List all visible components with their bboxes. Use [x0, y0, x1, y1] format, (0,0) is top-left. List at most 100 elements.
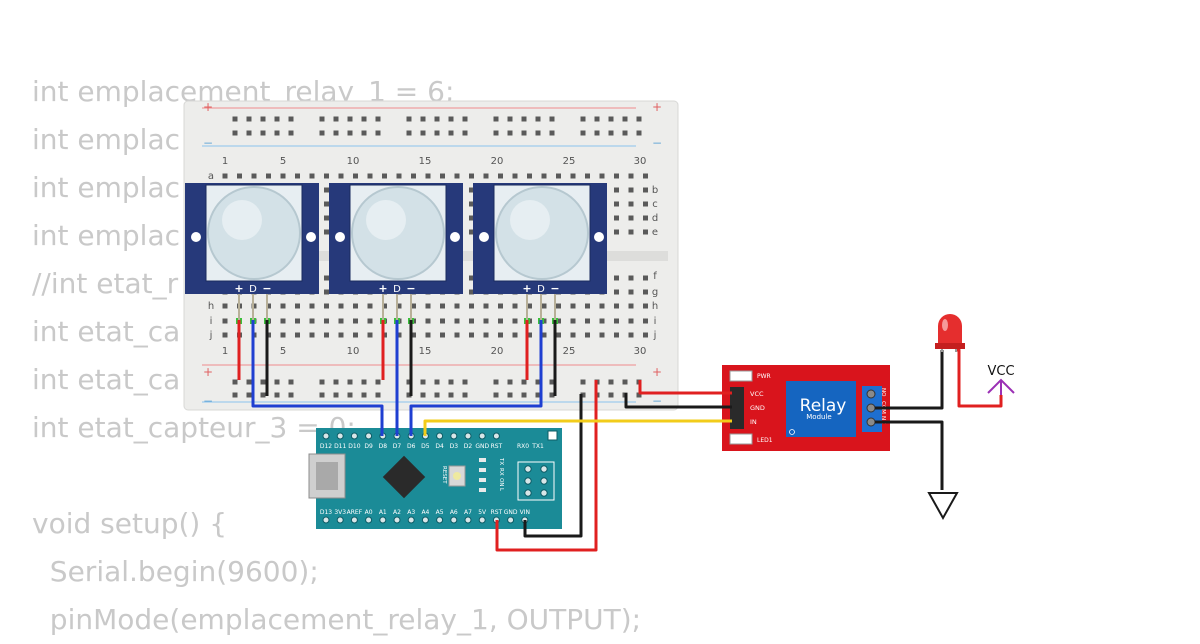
terminal-hole	[614, 289, 619, 295]
code-line: //int etat_r	[32, 267, 179, 300]
terminal-hole	[266, 173, 271, 179]
code-line: int etat_ca	[32, 363, 181, 396]
rail-hole	[375, 116, 381, 122]
relay-module: PWR LED1 VCC GND IN Relay Module NO COM …	[722, 365, 890, 451]
pir-mount-hole	[335, 232, 345, 242]
terminal-hole	[643, 332, 648, 338]
terminal-hole	[353, 303, 358, 309]
plus-sign-bottom-left: +	[203, 365, 213, 379]
icsp-pin	[540, 477, 548, 485]
nano-pin-label: 5V	[478, 509, 487, 516]
rail-hole	[288, 392, 294, 398]
terminal-hole	[367, 303, 373, 309]
terminal-hole	[512, 303, 518, 309]
plus-sign-bottom-right: +	[652, 365, 662, 379]
rail-hole	[462, 116, 468, 122]
icsp-pin	[540, 489, 548, 497]
terminal-hole	[614, 201, 619, 207]
nano-pin	[365, 432, 373, 440]
rail-hole	[406, 392, 412, 398]
terminal-hole	[527, 332, 532, 338]
nano-pin	[336, 516, 344, 524]
nano-pin	[450, 516, 458, 524]
terminal-hole	[309, 332, 315, 338]
relay-pin-vcc: VCC	[750, 390, 764, 398]
terminal-hole	[628, 201, 634, 207]
terminal-hole	[541, 173, 547, 179]
rail-hole	[347, 379, 353, 385]
nano-pin	[436, 516, 444, 524]
terminal-hole	[527, 303, 532, 309]
nano-pin-label: D9	[364, 443, 373, 450]
terminal-hole	[295, 303, 300, 309]
terminal-hole	[425, 318, 431, 324]
terminal-hole	[324, 289, 329, 295]
terminal-hole	[382, 173, 387, 179]
rail-hole	[319, 379, 325, 385]
ground-triangle	[927, 492, 959, 521]
terminal-hole	[614, 215, 619, 221]
pir-sensor-2: + D −	[329, 183, 463, 295]
rail-hole	[406, 116, 412, 122]
row-letter: b	[652, 185, 658, 196]
led-red	[935, 314, 965, 352]
relay-pwr-label: PWR	[757, 373, 771, 380]
terminal-hole	[643, 318, 648, 324]
nano-pin-label: D6	[407, 443, 416, 450]
row-letter: h	[208, 301, 214, 312]
rail-hole	[274, 392, 280, 398]
minus-sign-top-right: −	[652, 136, 662, 150]
rail-hole	[274, 116, 280, 122]
nano-pin-label: D11	[334, 443, 346, 450]
code-line: int etat_ca	[32, 315, 181, 348]
nano-pin	[492, 432, 500, 440]
led-indicator	[479, 468, 486, 472]
relay-terminal-no: NO	[880, 388, 886, 397]
led-highlight	[942, 319, 948, 331]
terminal-hole	[440, 332, 445, 338]
row-letter: g	[652, 287, 658, 298]
terminal-hole	[469, 201, 474, 207]
relay-subtitle: Module	[806, 413, 831, 421]
rail-hole	[246, 116, 252, 122]
terminal-hole	[628, 332, 634, 338]
rail-hole	[319, 392, 325, 398]
terminal-hole	[570, 303, 576, 309]
terminal-hole	[498, 332, 503, 338]
rail-hole	[535, 116, 541, 122]
terminal-hole	[425, 332, 431, 338]
relay-status-led	[729, 433, 753, 445]
terminal-hole	[367, 318, 373, 324]
terminal-hole	[454, 173, 460, 179]
nano-pin-label: GND	[475, 443, 489, 450]
usb-port-opening	[316, 462, 338, 490]
terminal-hole	[440, 318, 445, 324]
code-line: Serial.begin(9600);	[32, 555, 319, 588]
rail-hole	[333, 379, 339, 385]
terminal-hole	[251, 173, 257, 179]
terminal-hole	[556, 303, 561, 309]
col-number: 5	[280, 156, 286, 167]
terminal-hole	[556, 332, 561, 338]
wire-relay-vcc	[638, 380, 732, 395]
row-letters: a b c d e f g h h i i j j	[208, 171, 658, 341]
terminal-hole	[643, 229, 648, 235]
terminal-hole	[541, 303, 547, 309]
rail-hole	[448, 116, 454, 122]
terminal-hole	[643, 275, 648, 281]
rail-hole	[361, 116, 367, 122]
col-number: 5	[280, 346, 286, 357]
pir-mount-hole	[594, 232, 604, 242]
terminal-hole	[338, 303, 344, 309]
nano-pin	[393, 516, 401, 524]
nano-pin-label: D8	[379, 443, 388, 450]
pir-mount-hole	[450, 232, 460, 242]
nano-pin	[478, 432, 486, 440]
terminal-hole	[396, 173, 402, 179]
rail-hole	[493, 130, 499, 136]
pir-mount-hole	[479, 232, 489, 242]
rail-hole	[549, 392, 555, 398]
relay-pin-in: IN	[750, 418, 757, 426]
